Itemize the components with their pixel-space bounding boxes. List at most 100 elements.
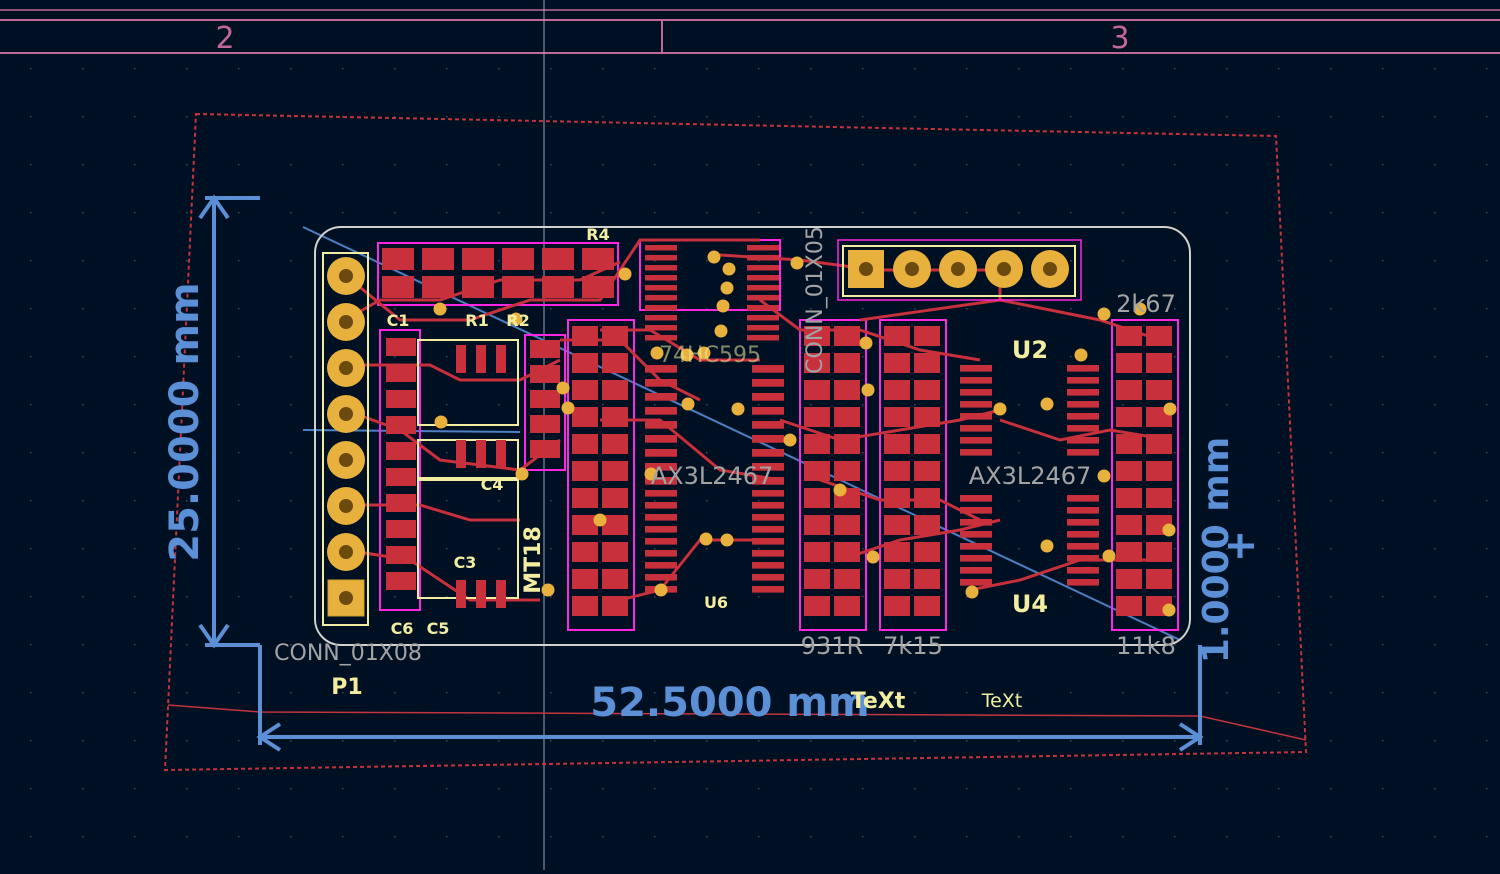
via[interactable] — [1163, 402, 1177, 416]
ic-pad[interactable] — [747, 325, 779, 331]
copper-zone-outline[interactable] — [163, 112, 1308, 772]
resistor[interactable] — [884, 461, 940, 481]
ic-pad[interactable] — [645, 245, 677, 251]
smd-pad[interactable] — [422, 248, 454, 270]
smd-pad[interactable] — [914, 542, 940, 562]
ic-outline[interactable] — [417, 477, 519, 599]
smd-pad[interactable] — [914, 515, 940, 535]
via[interactable] — [433, 302, 447, 316]
smd-pad[interactable] — [572, 461, 598, 481]
ic-pad[interactable] — [747, 255, 779, 261]
smd-pad[interactable] — [530, 365, 560, 383]
ic-pad[interactable] — [645, 325, 677, 331]
ic-pad[interactable] — [645, 295, 677, 301]
smd-pad[interactable] — [572, 353, 598, 373]
ic-pad[interactable] — [1067, 495, 1099, 502]
resistor[interactable] — [1116, 542, 1172, 562]
smd-pad[interactable] — [834, 596, 860, 616]
smd-pad[interactable] — [572, 569, 598, 589]
pin-hole[interactable] — [339, 407, 353, 421]
via[interactable] — [1133, 302, 1147, 316]
smd-pad[interactable] — [602, 434, 628, 454]
smd-pad[interactable] — [602, 542, 628, 562]
ic-pad[interactable] — [747, 275, 779, 281]
ic-pad[interactable] — [645, 502, 677, 509]
smd-pad[interactable] — [1116, 569, 1142, 589]
smd-pad[interactable] — [386, 390, 416, 408]
smd-pad[interactable] — [834, 326, 860, 346]
resistor[interactable] — [572, 407, 628, 427]
via[interactable] — [731, 402, 745, 416]
resistor[interactable] — [1116, 353, 1172, 373]
resistor[interactable] — [884, 569, 940, 589]
smd-pad[interactable] — [804, 434, 830, 454]
ic-pad[interactable] — [645, 379, 677, 387]
ic-pad[interactable] — [752, 586, 784, 593]
smd-pad[interactable] — [386, 416, 416, 434]
smd-pad[interactable] — [884, 515, 910, 535]
ic-pad[interactable] — [747, 305, 779, 311]
via[interactable] — [720, 533, 734, 547]
ic-pad[interactable] — [456, 440, 466, 468]
ic-pad[interactable] — [747, 265, 779, 271]
via[interactable] — [714, 324, 728, 338]
ic-left-bottom[interactable] — [645, 490, 784, 593]
ic-pad[interactable] — [960, 555, 992, 562]
resistor[interactable] — [572, 569, 628, 589]
ic-pad[interactable] — [752, 435, 784, 443]
pin-hole[interactable] — [339, 591, 353, 605]
via[interactable] — [722, 262, 736, 276]
pin-hole[interactable] — [339, 545, 353, 559]
ic-pad[interactable] — [752, 393, 784, 401]
smd-pad[interactable] — [602, 461, 628, 481]
ic-pad[interactable] — [645, 526, 677, 533]
via[interactable] — [434, 415, 448, 429]
resistor[interactable] — [572, 380, 628, 400]
ic-pad[interactable] — [645, 477, 677, 485]
smd-pad[interactable] — [1146, 569, 1172, 589]
smd-pad[interactable] — [884, 569, 910, 589]
smd-pad[interactable] — [386, 520, 416, 538]
ic-pad[interactable] — [1067, 365, 1099, 372]
smd-pad[interactable] — [602, 380, 628, 400]
ic-pad[interactable] — [752, 550, 784, 557]
ic-pad[interactable] — [645, 490, 677, 497]
ic-pad[interactable] — [645, 365, 677, 373]
smd-pad[interactable] — [914, 380, 940, 400]
via[interactable] — [993, 402, 1007, 416]
resistor[interactable] — [804, 515, 860, 535]
smd-pad[interactable] — [884, 380, 910, 400]
ic-pad[interactable] — [645, 463, 677, 471]
ic-pad[interactable] — [747, 335, 779, 341]
smd-pad[interactable] — [804, 326, 830, 346]
resistor[interactable] — [884, 326, 940, 346]
resistor[interactable] — [572, 515, 628, 535]
via[interactable] — [965, 585, 979, 599]
ic-pad[interactable] — [1067, 449, 1099, 456]
pin-hole[interactable] — [339, 269, 353, 283]
resistor[interactable] — [884, 407, 940, 427]
smd-pad[interactable] — [1116, 542, 1142, 562]
resistor[interactable] — [804, 434, 860, 454]
ic-outline[interactable] — [417, 339, 519, 426]
smd-pad[interactable] — [602, 488, 628, 508]
ic-pad[interactable] — [960, 377, 992, 384]
smd-pad[interactable] — [502, 276, 534, 298]
ic-pad[interactable] — [476, 580, 486, 608]
smd-pad[interactable] — [582, 276, 614, 298]
smd-pad[interactable] — [914, 596, 940, 616]
resistor[interactable] — [572, 542, 628, 562]
via[interactable] — [561, 401, 575, 415]
smd-pad[interactable] — [1116, 353, 1142, 373]
ic-pad[interactable] — [752, 421, 784, 429]
smd-pad[interactable] — [804, 596, 830, 616]
via[interactable] — [515, 467, 529, 481]
smd-footprints[interactable] — [382, 248, 1172, 616]
dimension-horizontal[interactable]: 52.5000 mm — [256, 645, 1204, 752]
smd-pad[interactable] — [1146, 461, 1172, 481]
ic-pad[interactable] — [1067, 401, 1099, 408]
smd-pad[interactable] — [914, 353, 940, 373]
ic-pad[interactable] — [1067, 377, 1099, 384]
ic-pad[interactable] — [1067, 555, 1099, 562]
via[interactable] — [509, 312, 523, 326]
